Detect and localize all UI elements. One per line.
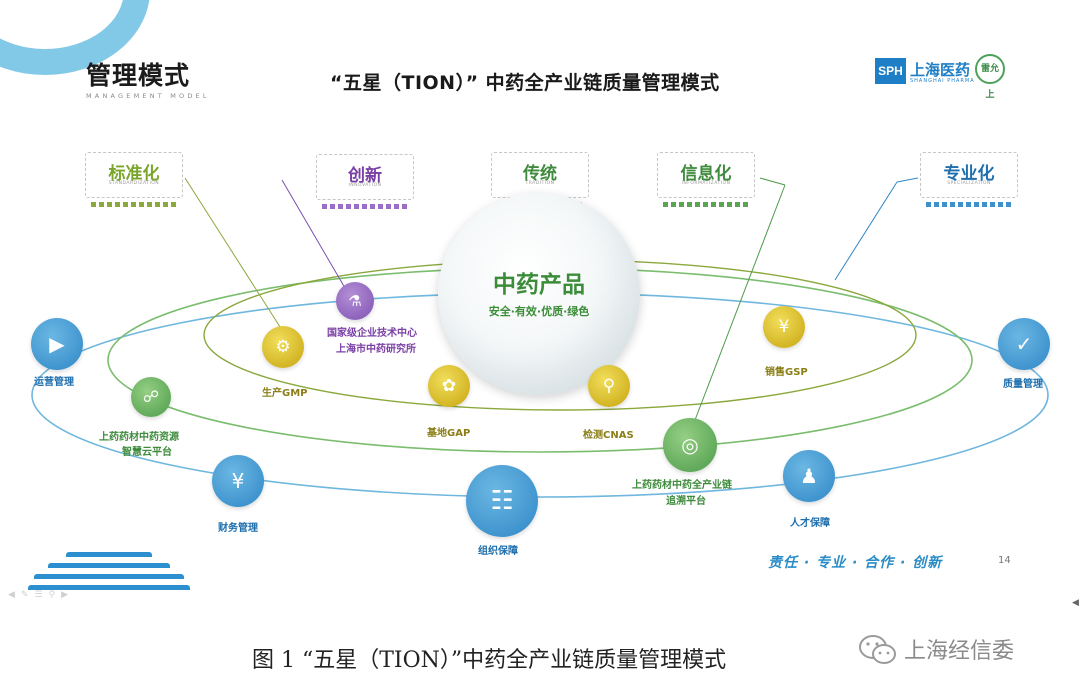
wechat-icon (859, 635, 896, 664)
prev-slide-icon[interactable]: ◀ (8, 590, 21, 600)
factory-icon: ⚙ (262, 326, 304, 368)
label-talent-support: 人才保障 (790, 518, 830, 529)
label-quality-management: 质量管理 (1003, 379, 1043, 390)
tag-specialization: 专业化 SPECIALIZATION (920, 142, 1018, 208)
label-tech-center-line2: 上海市中药研究所 (336, 344, 416, 355)
phone-location-icon: ☍ (131, 377, 171, 417)
yen-icon: ¥ (212, 455, 264, 507)
decorative-stripes (28, 552, 190, 604)
tag-standardization-en: STANDARDIZATION (108, 181, 160, 186)
tag-specialization-label: 专业化 (943, 164, 995, 184)
label-herb-cloud-line1: 上药药材中药资源 (99, 432, 179, 443)
tag-informatization-label: 信息化 (680, 164, 732, 184)
tag-specialization-en: SPECIALIZATION (947, 181, 991, 186)
slide: 管理模式 MANAGEMENT MODEL “五星（TION）” 中药全产业链质… (0, 0, 1050, 604)
label-gsp: 销售GSP (765, 367, 808, 378)
label-herb-cloud-line2: 智慧云平台 (122, 447, 172, 458)
tag-informatization: 信息化 INFORMATIZATION (657, 142, 755, 208)
tag-innovation: 创新 INNOVATION (316, 144, 414, 210)
watermark-account: 上海经信委 (904, 639, 1015, 664)
pen-icon[interactable]: ✎ (20, 590, 35, 600)
label-trace-line1: 上药药材中药全产业链 (632, 480, 732, 491)
brand-name-en: SHANGHAI PHARMA (910, 78, 975, 84)
label-trace-line2: 追溯平台 (666, 496, 706, 507)
tag-standardization: 标准化 STANDARDIZATION (85, 142, 183, 208)
sprout-icon: ✿ (428, 365, 470, 407)
diagram-title: “五星（TION）” 中药全产业链质量管理模式 (330, 72, 720, 94)
center-subtitle: 安全·有效·优质·绿色 (488, 305, 590, 318)
label-gap: 基地GAP (427, 428, 471, 439)
org-chart-icon: ☷ (466, 465, 538, 537)
figure-caption: 图 1 “五星（TION）”中药全产业链质量管理模式 (252, 648, 727, 673)
header-subtitle: MANAGEMENT MODEL (86, 92, 210, 100)
flask-icon: ⚗ (336, 282, 374, 320)
person-check-icon: ♟ (783, 450, 835, 502)
center-title: 中药产品 (493, 272, 585, 298)
connector-standardization (184, 177, 283, 331)
scroll-arrow-icon[interactable]: ◀ (1072, 598, 1079, 608)
money-bag-icon: ¥ (763, 306, 805, 348)
label-gmp: 生产GMP (262, 388, 308, 399)
tag-innovation-label: 创新 (348, 166, 382, 186)
label-organization-support: 组织保障 (478, 546, 518, 557)
connector-specialization-a (896, 177, 919, 183)
microscope-icon: ⚲ (588, 365, 630, 407)
seal-logo: 雷允上 (975, 54, 1005, 100)
slideshow-controls[interactable]: ◀✎☰⚲▶ (8, 590, 74, 600)
brand-name: 上海医药 (910, 61, 971, 79)
label-finance-management: 财务管理 (218, 523, 258, 534)
header-title: 管理模式 (86, 61, 191, 90)
connector-specialization-b (834, 181, 898, 281)
tag-tradition-label: 传统 (523, 164, 557, 184)
play-icon: ▶ (31, 318, 83, 370)
connector-informatization-b (694, 184, 786, 421)
connector-innovation (281, 179, 346, 289)
center-sphere (438, 193, 640, 395)
tag-tradition-en: TRADITION (525, 181, 555, 186)
tag-innovation-en: INNOVATION (348, 183, 382, 188)
tag-standardization-label: 标准化 (108, 164, 160, 184)
shield-check-icon: ✓ (998, 318, 1050, 370)
search-icon[interactable]: ⚲ (48, 590, 62, 600)
next-slide-icon[interactable]: ▶ (61, 590, 75, 600)
label-operation-management: 运营管理 (34, 377, 74, 388)
menu-icon[interactable]: ☰ (34, 590, 49, 600)
label-tech-center-line1: 国家级企业技术中心 (327, 328, 417, 339)
page-number: 14 (998, 555, 1011, 566)
connector-informatization-a (759, 177, 786, 186)
label-cnas: 检测CNAS (583, 430, 634, 441)
tag-informatization-en: INFORMATIZATION (681, 181, 731, 186)
globe-grid-icon: ◎ (663, 418, 717, 472)
sph-logo: SPH (875, 58, 906, 84)
slogan: 责任 · 专业 · 合作 · 创新 (768, 555, 943, 571)
